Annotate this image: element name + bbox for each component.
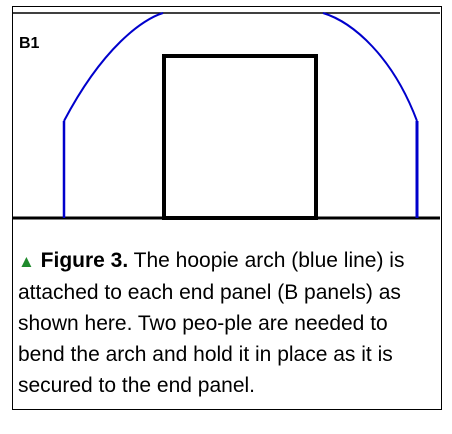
panel-label: B1 [19, 35, 40, 52]
hoopie-arch [63, 12, 418, 122]
end-panel [162, 54, 318, 220]
caption-text: The hoopie arch (blue line) is attached … [18, 249, 405, 397]
figure-caption: ▲ Figure 3. The hoopie arch (blue line) … [18, 245, 436, 401]
arch-diagram [13, 12, 440, 220]
figure-frame: B1 ▲ Figure 3. The hoopie arch (blue lin… [12, 6, 442, 410]
figure-label: Figure 3. [40, 249, 129, 272]
triangle-up-icon: ▲ [18, 252, 35, 271]
